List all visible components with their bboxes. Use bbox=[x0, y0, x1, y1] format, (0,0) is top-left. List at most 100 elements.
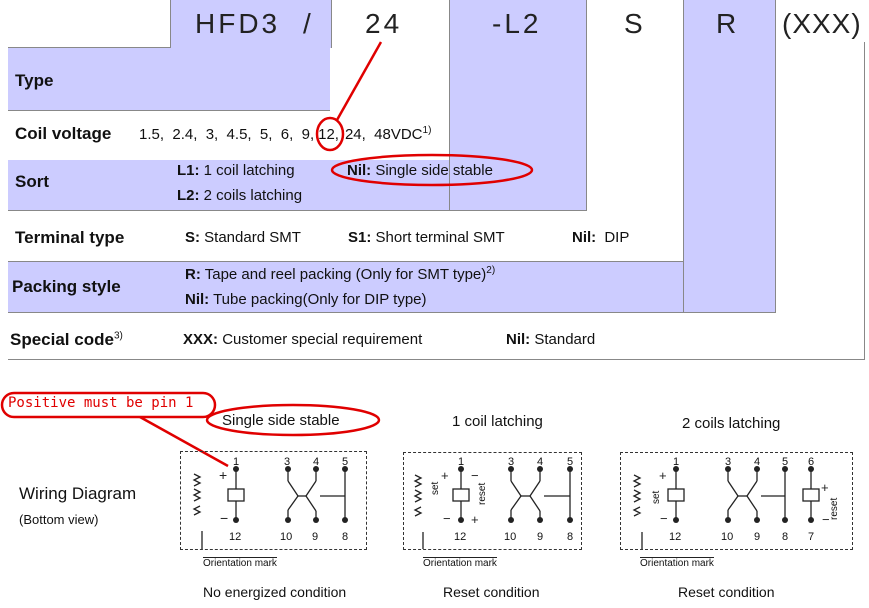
2coil-pin-8: 8 bbox=[782, 531, 789, 543]
code-slash: / bbox=[303, 8, 314, 39]
terminal-label: Terminal type bbox=[15, 228, 125, 247]
type-header-cell bbox=[170, 0, 332, 48]
single-orientation-mark: Orientation mark bbox=[203, 557, 277, 569]
1coil-orientation-mark: Orientation mark bbox=[423, 557, 497, 569]
1coil-caption: Reset condition bbox=[443, 584, 540, 600]
special-xxx-text: Customer special requirement bbox=[222, 331, 423, 348]
1coil-pin-8: 8 bbox=[567, 531, 574, 543]
terminal-s-key: S: bbox=[185, 229, 200, 246]
svg-text:+: + bbox=[821, 480, 829, 495]
1coil-reset-label: reset bbox=[477, 482, 488, 505]
special-nil-text: Standard bbox=[534, 331, 596, 348]
single-caption: No energized condition bbox=[203, 584, 347, 600]
2coil-pin-4: 4 bbox=[754, 456, 761, 468]
diagram-single-title: Single side stable bbox=[222, 412, 340, 429]
coil-voltage-highlight: 12, bbox=[318, 126, 339, 143]
single-pin-8: 8 bbox=[342, 531, 349, 543]
single-pin-5: 5 bbox=[342, 456, 349, 468]
diagram-2coil-title: 2 coils latching bbox=[682, 415, 781, 432]
diagram-1coil-title: 1 coil latching bbox=[452, 413, 543, 430]
single-pin-4: 4 bbox=[313, 456, 320, 468]
2coil-pin-3: 3 bbox=[725, 456, 732, 468]
svg-text:+: + bbox=[471, 512, 479, 527]
svg-text:−: − bbox=[822, 512, 830, 527]
callout-text: Positive must be pin 1 bbox=[8, 395, 194, 411]
sort-l2: L2: 2 coils latching bbox=[177, 187, 302, 204]
terminal-nil-key: Nil: bbox=[572, 229, 597, 246]
diagram-2coil bbox=[620, 452, 853, 550]
packing-bottom-line bbox=[8, 312, 774, 313]
special-xxx: XXX: Customer special requirement bbox=[183, 331, 422, 348]
coil-pointer-line bbox=[335, 41, 383, 121]
2coil-reset-label: reset bbox=[829, 497, 840, 520]
sort-l1: L1: 1 coil latching bbox=[177, 162, 295, 179]
diagram-1coil bbox=[403, 452, 582, 550]
special-label: Special code3) bbox=[10, 330, 123, 350]
coil-voltage-list: 1.5, 2.4, 3, 4.5, 5, 6, 9, bbox=[139, 126, 315, 143]
diagram-2coil-graphic: + − + − bbox=[632, 466, 830, 549]
diagram-single bbox=[180, 451, 367, 550]
callout-box bbox=[0, 391, 217, 419]
coil-12-highlight bbox=[315, 116, 345, 152]
svg-text:+: + bbox=[219, 467, 227, 483]
2coil-pin-9: 9 bbox=[754, 531, 761, 543]
sort-label: Sort bbox=[15, 172, 49, 191]
special-nil: Nil: Standard bbox=[506, 331, 595, 348]
terminal-nil-text: DIP bbox=[604, 229, 630, 246]
2coil-orientation-mark: Orientation mark bbox=[640, 557, 714, 569]
sort-nil-text: Single side stable bbox=[375, 162, 493, 179]
packing-r: R: Tape and reel packing (Only for SMT t… bbox=[185, 265, 495, 283]
single-pin-1: 1 bbox=[233, 456, 240, 468]
sort-nil-key: Nil: bbox=[347, 162, 372, 179]
packing-r-key: R: bbox=[185, 266, 201, 283]
wiring-diagram-title: Wiring Diagram bbox=[19, 484, 137, 503]
type-bottom-line bbox=[8, 110, 330, 111]
1coil-pin-12: 12 bbox=[454, 531, 467, 543]
2coil-caption: Reset condition bbox=[678, 584, 775, 600]
2coil-set-label: set bbox=[651, 490, 662, 504]
special-xxx-key: XXX: bbox=[183, 331, 219, 348]
2coil-pin-6: 6 bbox=[808, 456, 815, 468]
terminal-bottom-line bbox=[8, 261, 683, 262]
2coil-pin-7: 7 bbox=[808, 531, 815, 543]
wiring-title-highlight bbox=[205, 403, 381, 437]
coil-voltage-note: 1) bbox=[422, 125, 432, 136]
wiring-diagram-subtitle: (Bottom view) bbox=[19, 512, 99, 527]
1coil-pin-4: 4 bbox=[537, 456, 544, 468]
sort-l2-key: L2: bbox=[177, 187, 200, 204]
coil-voltage-values: 1.5, 2.4, 3, 4.5, 5, 6, 9,12, 24, 48VDC1) bbox=[139, 125, 431, 143]
terminal-col-line bbox=[683, 0, 684, 262]
terminal-nil: Nil: DIP bbox=[572, 229, 629, 246]
svg-text:−: − bbox=[220, 510, 228, 526]
svg-text:+: + bbox=[441, 468, 449, 483]
special-nil-key: Nil: bbox=[506, 331, 531, 348]
packing-nil-text: Tube packing(Only for DIP type) bbox=[213, 291, 427, 308]
terminal-s-text: Standard SMT bbox=[204, 229, 301, 246]
single-pin-9: 9 bbox=[312, 531, 319, 543]
packing-nil: Nil: Tube packing(Only for DIP type) bbox=[185, 291, 427, 308]
callout-pointer bbox=[139, 415, 229, 468]
sort-l1-key: L1: bbox=[177, 162, 200, 179]
coil-voltage-list-rest: 24, 48VDC bbox=[344, 126, 423, 143]
1coil-set-label: set bbox=[430, 481, 441, 495]
diagram-1coil-graphic: + − − + bbox=[413, 466, 573, 549]
special-label-text: Special code bbox=[10, 330, 114, 349]
svg-text:+: + bbox=[659, 468, 667, 483]
svg-text:−: − bbox=[660, 511, 668, 526]
type-top-line bbox=[8, 47, 170, 48]
1coil-pin-9: 9 bbox=[537, 531, 544, 543]
sort-nil: Nil: Single side stable bbox=[347, 162, 493, 179]
code-series: HFD3 bbox=[195, 8, 281, 39]
single-pin-3: 3 bbox=[284, 456, 291, 468]
packing-row-bg bbox=[8, 262, 683, 312]
1coil-pin-3: 3 bbox=[508, 456, 515, 468]
2coil-pin-12: 12 bbox=[669, 531, 682, 543]
sort-bottom-line bbox=[8, 210, 585, 211]
special-col-line bbox=[864, 42, 865, 360]
packing-nil-key: Nil: bbox=[185, 291, 210, 308]
code-special: (XXX) bbox=[782, 8, 862, 39]
code-terminal: S bbox=[624, 8, 646, 39]
2coil-pin-1: 1 bbox=[673, 456, 680, 468]
diagram-single-graphic: + − bbox=[192, 466, 348, 549]
